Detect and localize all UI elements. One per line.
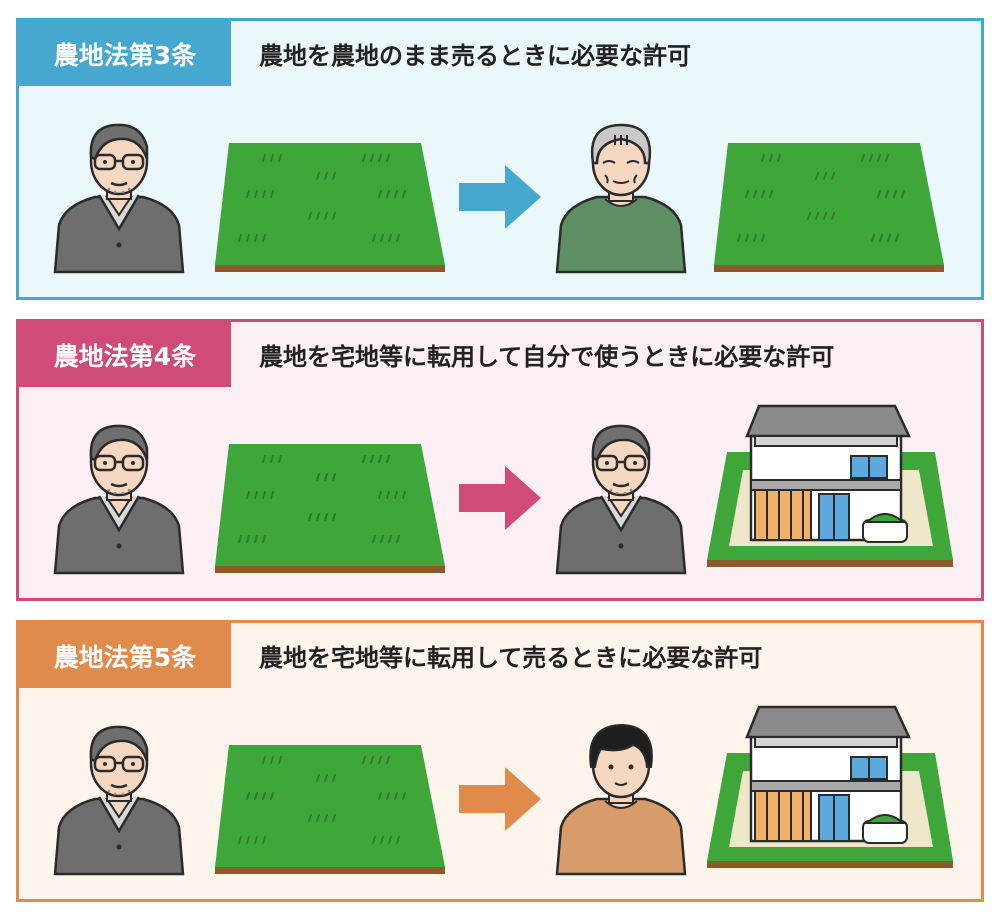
article-description: 農地を宅地等に転用して売るときに必要な許可 — [259, 644, 763, 672]
article-tag: 農地法第3条 — [19, 21, 231, 86]
farmland-icon — [214, 443, 446, 574]
house-on-land-icon — [705, 705, 955, 870]
article-5-scene — [53, 705, 955, 876]
farmland-icon — [214, 744, 446, 875]
man-with-glasses-icon — [53, 424, 185, 575]
elderly-man-icon — [555, 123, 687, 274]
article-4-scene — [53, 404, 955, 575]
man-with-glasses-icon — [53, 123, 185, 274]
article-3-scene — [53, 123, 945, 274]
article-tag: 農地法第4条 — [19, 322, 231, 387]
article-tag: 農地法第5条 — [19, 623, 231, 688]
farmland-icon — [713, 142, 945, 273]
article-description: 農地を宅地等に転用して自分で使うときに必要な許可 — [259, 343, 835, 371]
article-description: 農地を農地のまま売るときに必要な許可 — [259, 42, 691, 70]
panel-article-5: 農地法第5条 農地を宅地等に転用して売るときに必要な許可 — [16, 620, 984, 902]
panel-article-4: 農地法第4条 農地を宅地等に転用して自分で使うときに必要な許可 — [16, 319, 984, 601]
house-on-land-icon — [705, 404, 955, 569]
farmland-icon — [214, 142, 446, 273]
arrow-right-icon — [459, 466, 541, 530]
arrow-right-icon — [459, 767, 541, 831]
man-with-glasses-icon — [555, 424, 687, 575]
man-with-glasses-icon — [53, 725, 185, 876]
panel-article-3: 農地法第3条 農地を農地のまま売るときに必要な許可 — [16, 18, 984, 300]
arrow-right-icon — [459, 165, 541, 229]
young-man-icon — [555, 723, 687, 876]
